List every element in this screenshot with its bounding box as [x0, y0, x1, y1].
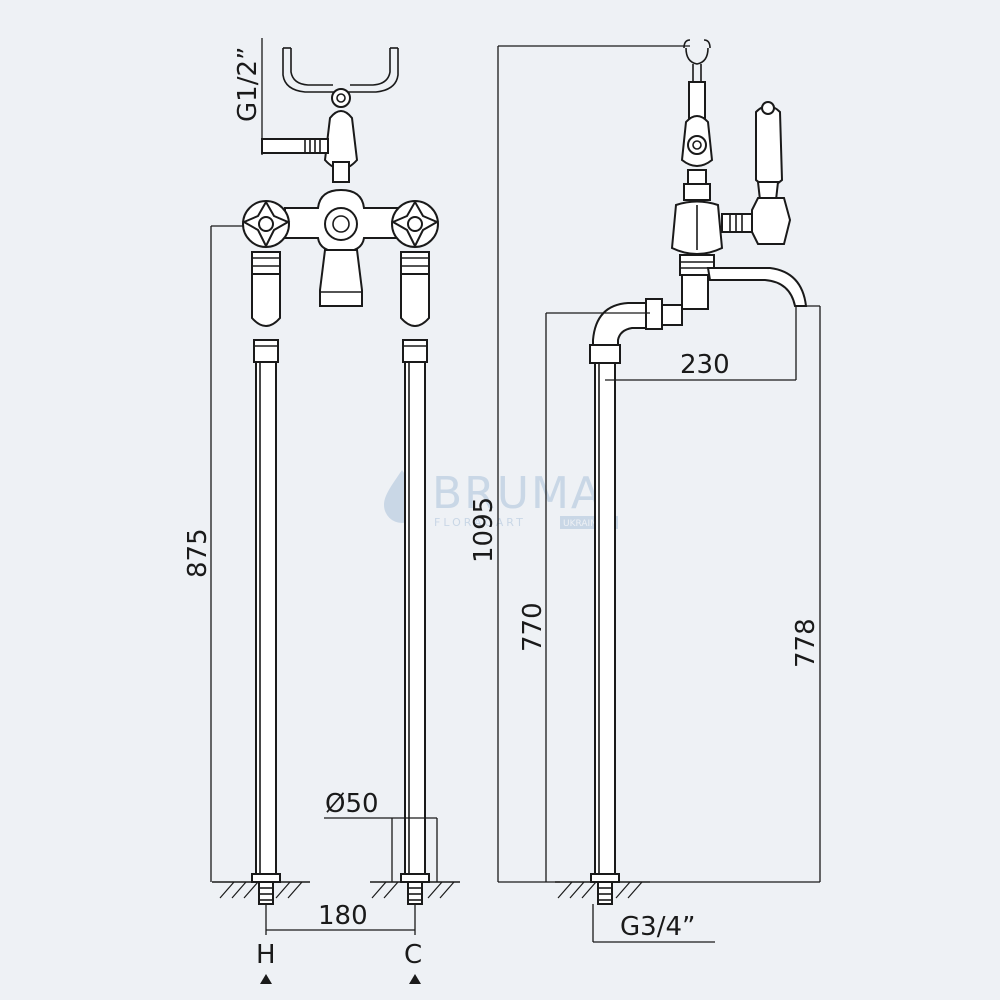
dim-height-total: 1095 [469, 45, 690, 883]
side-tap-handle [751, 197, 792, 245]
cold-supply-leg [400, 251, 430, 883]
hot-supply-leg [251, 251, 281, 883]
riser-pipe [594, 362, 616, 878]
dim-spout-reach: 230 [605, 306, 797, 381]
floor-hatch-hot [212, 881, 310, 905]
dim-spacing: 180 [265, 901, 416, 935]
cold-arrow-icon [409, 974, 421, 984]
watermark: BRUMA FLORAGART UKRAINE [384, 468, 618, 529]
floor-hatch-cold [370, 881, 460, 905]
front-view: G1/2” 875 Ø50 180 H C [183, 38, 460, 984]
lever-side [755, 105, 784, 187]
floor-hatch-side [555, 881, 650, 905]
diverter-lever [323, 110, 359, 170]
height-front-label: 875 [183, 528, 213, 578]
watermark-badge: UKRAINE [563, 519, 603, 529]
inlet-elbow [659, 304, 683, 326]
watermark-sub: FLORAGART [434, 516, 526, 529]
thread-bottom-label: G3/4” [620, 912, 695, 942]
height-total-label: 1095 [469, 497, 499, 563]
dim-thread-top: G1/2” [233, 38, 263, 155]
dim-thread-bottom: G3/4” [592, 904, 715, 943]
hot-tap-handle [241, 199, 291, 249]
dim-height-spout: 778 [650, 305, 821, 883]
thread-top-label: G1/2” [233, 47, 263, 122]
cold-inlet-label: C [404, 940, 422, 970]
height-inlet-label: 770 [518, 602, 548, 652]
handset-outlet [261, 138, 329, 154]
spout-front [319, 249, 363, 307]
watermark-brand: BRUMA [432, 468, 603, 519]
spout-reach-label: 230 [680, 350, 730, 380]
dim-height-front: 875 [183, 225, 243, 882]
handset-cradle [282, 47, 399, 108]
cold-tap-handle [390, 199, 440, 249]
hot-inlet-label: H [256, 940, 276, 970]
side-view: 1095 770 778 230 G3/4” [469, 39, 821, 943]
dim-height-inlet: 770 [518, 312, 650, 882]
spacing-label: 180 [318, 901, 368, 931]
dim-diameter: Ø50 [324, 789, 438, 882]
spout-side [706, 267, 808, 307]
handset-hook [683, 39, 711, 65]
diameter-label: Ø50 [325, 789, 379, 819]
height-spout-label: 778 [791, 618, 821, 668]
hot-arrow-icon [260, 974, 272, 984]
